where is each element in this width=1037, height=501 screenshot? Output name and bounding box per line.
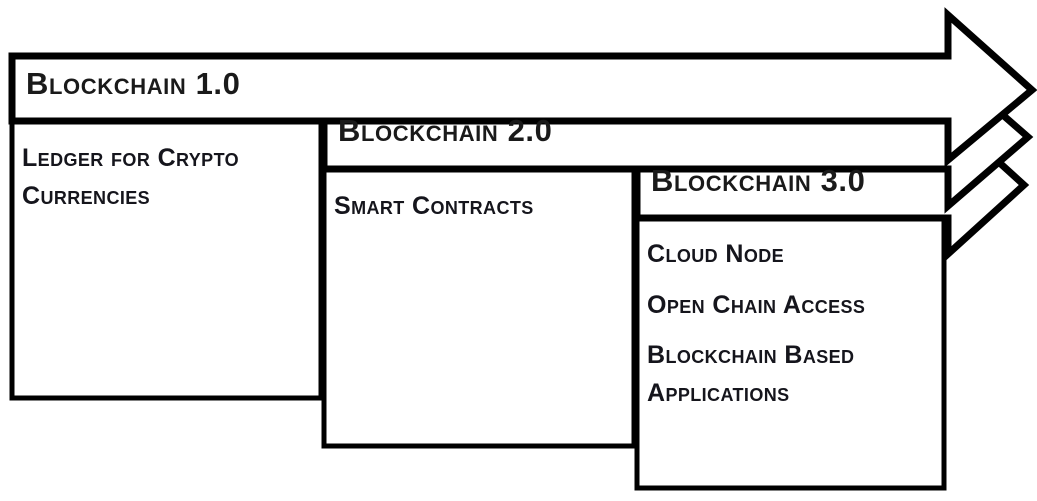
stage-3-item-0: Cloud Node: [647, 240, 785, 268]
stage-1-item-0: Ledger for Crypto Currencies: [22, 144, 240, 210]
stage-3-items: Cloud Node Open Chain Access Blockchain …: [647, 236, 937, 412]
stage-3-shape: [633, 108, 1030, 491]
stage-3-item-2: Blockchain Based Applications: [647, 341, 855, 407]
stage-2-body-box: [321, 166, 637, 449]
stage-2-item-0: Smart Contracts: [334, 192, 534, 220]
stage-1-title: Blockchain 1.0: [26, 66, 241, 101]
stage-1-items: Ledger for Crypto Currencies: [22, 140, 310, 215]
stage-2-shape: [320, 59, 1034, 449]
stage-1-body-box: [9, 118, 324, 401]
stage-2-title: Blockchain 2.0: [338, 113, 553, 148]
stage-3-title: Blockchain 3.0: [651, 163, 866, 198]
stage-3-item-1: Open Chain Access: [647, 290, 866, 319]
stage-2-items: Smart Contracts: [334, 188, 624, 226]
stage-1-shape: [8, 7, 1037, 401]
